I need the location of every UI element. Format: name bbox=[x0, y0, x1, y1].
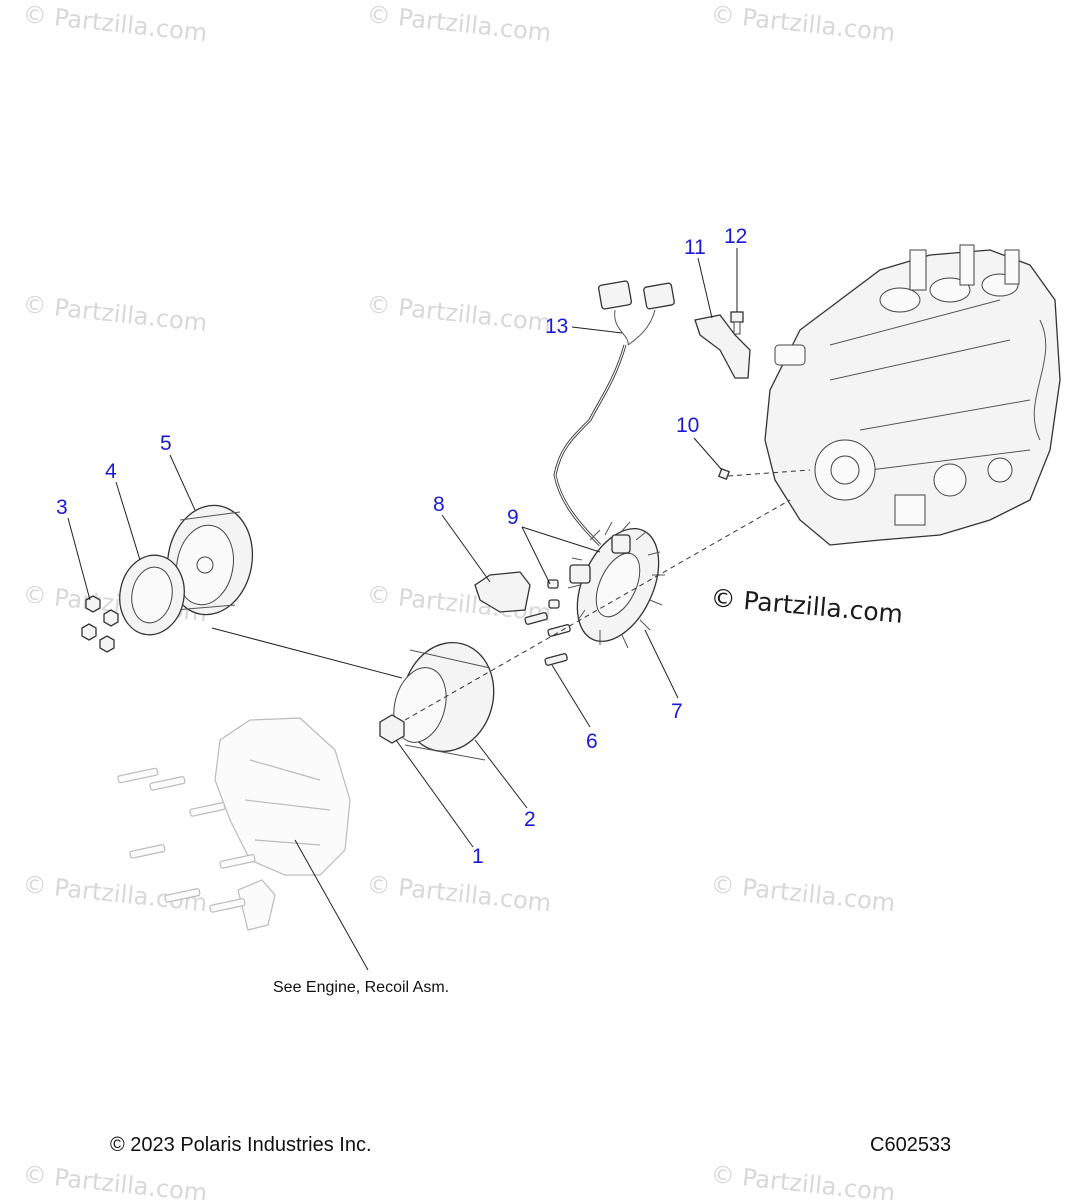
engine-assembly bbox=[764, 244, 1061, 546]
callout-11[interactable]: 11 bbox=[684, 236, 706, 259]
screws-9 bbox=[547, 579, 560, 609]
watermark-featured: © Partzilla.com bbox=[709, 583, 904, 629]
callout-1[interactable]: 1 bbox=[472, 845, 484, 868]
watermark: © Partzilla.com bbox=[365, 870, 552, 917]
callout-9[interactable]: 9 bbox=[507, 506, 519, 529]
watermark: © Partzilla.com bbox=[21, 290, 208, 337]
flywheel-2 bbox=[393, 641, 495, 761]
bracket-11 bbox=[694, 314, 751, 379]
nut-1 bbox=[379, 714, 405, 744]
callout-10[interactable]: 10 bbox=[676, 414, 699, 437]
callout-8[interactable]: 8 bbox=[433, 493, 445, 516]
watermark: © Partzilla.com bbox=[21, 0, 208, 47]
watermark: © Partzilla.com bbox=[365, 290, 552, 337]
callout-12[interactable]: 12 bbox=[724, 225, 747, 248]
watermark: © Partzilla.com bbox=[709, 870, 896, 917]
copyright-text: © 2023 Polaris Industries Inc. bbox=[110, 1134, 372, 1156]
assembly-lines bbox=[211, 469, 811, 721]
bolt-12 bbox=[730, 311, 744, 335]
callouts: 1 2 3 4 5 6 7 8 9 10 11 12 13 bbox=[56, 225, 747, 868]
recoil-housing bbox=[117, 717, 351, 931]
diagram-code: C602533 bbox=[870, 1134, 951, 1156]
wire-harness bbox=[553, 280, 675, 547]
watermark: © Partzilla.com bbox=[21, 1160, 208, 1200]
callout-13[interactable]: 13 bbox=[545, 315, 568, 338]
callout-4[interactable]: 4 bbox=[105, 460, 117, 483]
bolts-6 bbox=[524, 612, 571, 666]
leader-lines bbox=[67, 248, 738, 971]
callout-7[interactable]: 7 bbox=[671, 700, 683, 723]
see-engine-note: See Engine, Recoil Asm. bbox=[273, 979, 449, 996]
bracket-8 bbox=[474, 571, 531, 613]
watermark: © Partzilla.com bbox=[709, 1160, 896, 1200]
watermark: © Partzilla.com bbox=[709, 0, 896, 47]
callout-3[interactable]: 3 bbox=[56, 496, 68, 519]
flywheel-5 bbox=[166, 504, 254, 616]
callout-6[interactable]: 6 bbox=[586, 730, 598, 753]
stator-7 bbox=[567, 521, 665, 649]
callout-2[interactable]: 2 bbox=[524, 808, 536, 831]
watermark: © Partzilla.com bbox=[365, 0, 552, 47]
callout-5[interactable]: 5 bbox=[160, 432, 172, 455]
bolts-3 bbox=[81, 595, 119, 653]
dowel-10 bbox=[718, 468, 730, 480]
ring-gear-4 bbox=[119, 554, 185, 636]
